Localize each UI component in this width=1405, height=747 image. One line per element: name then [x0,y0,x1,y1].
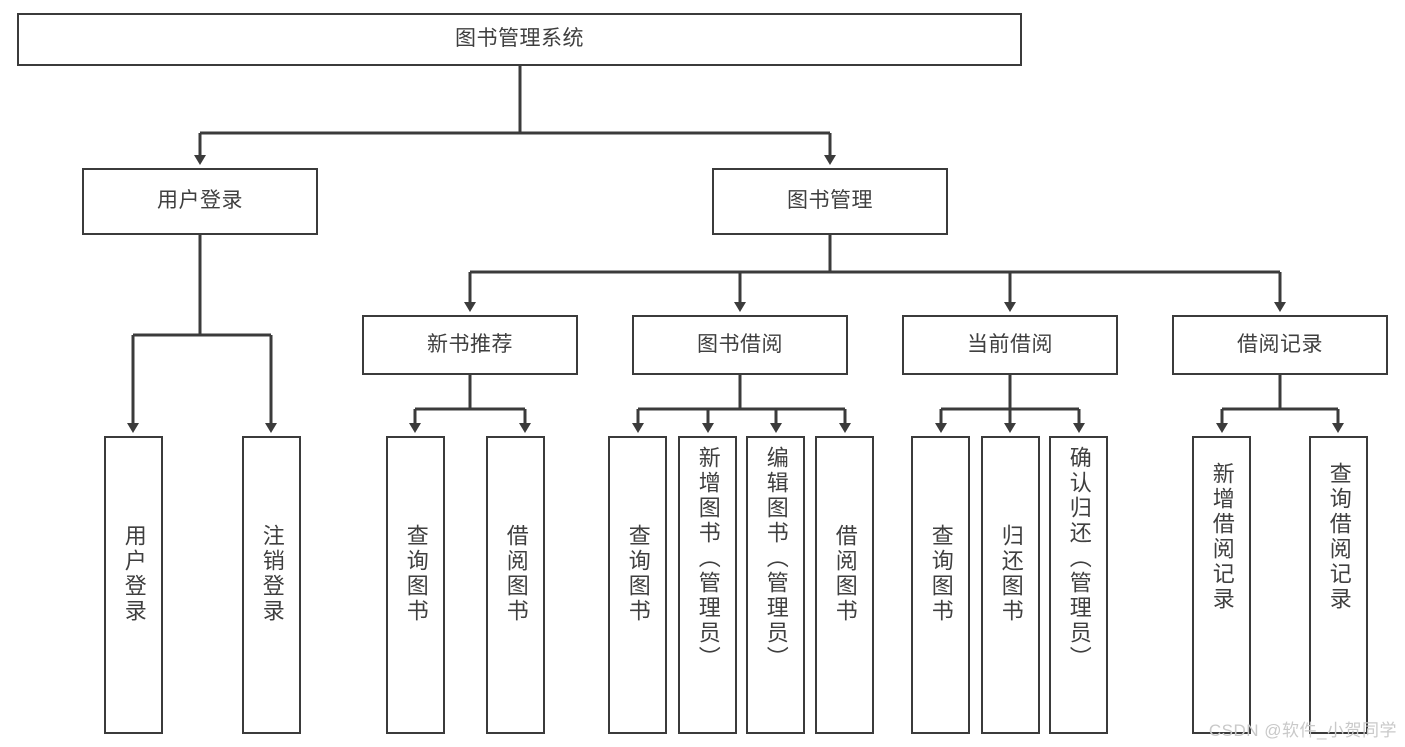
leaf-query-book-recommend[interactable]: 查询图书 [386,436,445,734]
node-label: 图书管理 [787,189,873,213]
leaf-label: 借阅图书 [503,524,529,624]
leaf-label: 查询借阅记录 [1326,462,1352,612]
leaf-logout[interactable]: 注销登录 [242,436,301,734]
node-label: 当前借阅 [967,332,1053,356]
leaf-query-borrow-record[interactable]: 查询借阅记录 [1309,436,1368,734]
node-label: 借阅记录 [1237,332,1323,356]
node-label: 新书推荐 [427,332,513,356]
leaf-add-borrow-record[interactable]: 新增借阅记录 [1192,436,1251,734]
leaf-label: 注销登录 [259,524,285,624]
leaf-return-book[interactable]: 归还图书 [981,436,1040,734]
leaf-user-login[interactable]: 用户登录 [104,436,163,734]
node-book-management[interactable]: 图书管理 [712,168,948,235]
leaf-add-book-admin[interactable]: 新增图书（管理员） [678,436,737,734]
node-user-login[interactable]: 用户登录 [82,168,318,235]
leaf-label: 新增图书（管理员） [695,446,721,671]
leaf-label: 确认归还（管理员） [1066,446,1092,671]
leaf-label: 编辑图书（管理员） [763,446,789,671]
leaf-label: 归还图书 [998,524,1024,624]
leaf-borrow-book[interactable]: 借阅图书 [815,436,874,734]
leaf-label: 查询图书 [403,524,429,624]
leaf-edit-book-admin[interactable]: 编辑图书（管理员） [746,436,805,734]
leaf-confirm-return-admin[interactable]: 确认归还（管理员） [1049,436,1108,734]
node-root-system[interactable]: 图书管理系统 [17,13,1022,66]
leaf-label: 查询图书 [625,524,651,624]
leaf-borrow-book-recommend[interactable]: 借阅图书 [486,436,545,734]
leaf-label: 查询图书 [928,524,954,624]
node-borrow-records[interactable]: 借阅记录 [1172,315,1388,375]
node-book-borrow[interactable]: 图书借阅 [632,315,848,375]
node-label: 用户登录 [157,189,243,213]
leaf-query-book-current[interactable]: 查询图书 [911,436,970,734]
node-new-book-recommend[interactable]: 新书推荐 [362,315,578,375]
leaf-query-book-borrow[interactable]: 查询图书 [608,436,667,734]
leaf-label: 用户登录 [121,524,147,624]
node-label: 图书借阅 [697,332,783,356]
leaf-label: 借阅图书 [832,524,858,624]
watermark-text: CSDN @软件_小贺同学 [1208,721,1397,740]
leaf-label: 新增借阅记录 [1209,462,1235,612]
node-current-borrow[interactable]: 当前借阅 [902,315,1118,375]
node-label: 图书管理系统 [455,27,584,51]
